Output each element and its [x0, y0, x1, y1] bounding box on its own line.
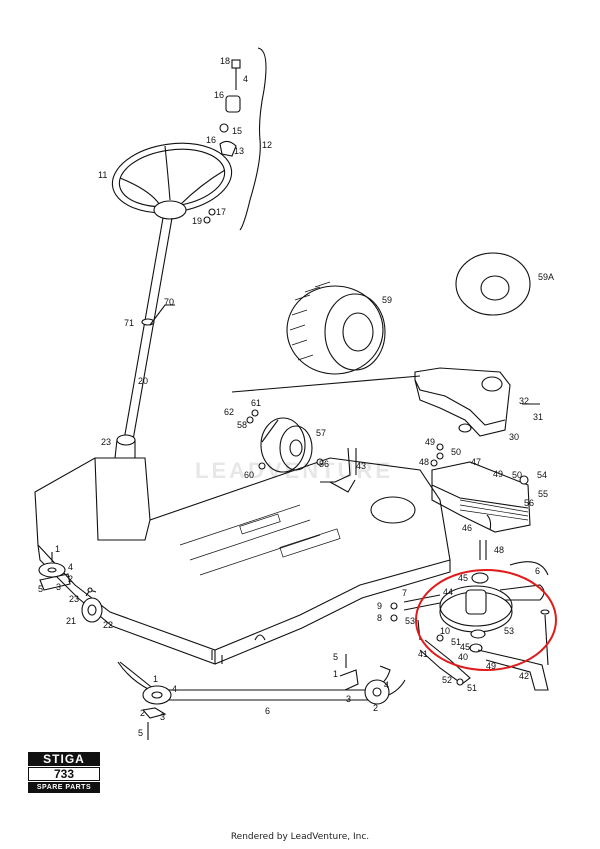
callout-10: 10	[440, 626, 450, 636]
pulley-assembly	[390, 540, 550, 691]
callout-3: 3	[56, 582, 61, 592]
callout-19: 19	[192, 216, 202, 226]
idler-pulley-right	[339, 654, 390, 705]
callout-5: 5	[138, 728, 143, 738]
callout-2: 2	[140, 708, 145, 718]
callout-48: 48	[419, 457, 429, 467]
highlight-circle	[415, 569, 557, 671]
callout-12: 12	[262, 140, 272, 150]
tyre-insert	[455, 252, 531, 316]
callout-48: 48	[494, 545, 504, 555]
callout-61: 61	[251, 398, 261, 408]
cover	[430, 443, 531, 533]
callout-4: 4	[384, 680, 389, 690]
steering-wheel	[111, 142, 233, 220]
callout-53: 53	[405, 616, 415, 626]
callout-3: 3	[346, 694, 351, 704]
callout-1: 1	[333, 669, 338, 679]
callout-70: 70	[164, 297, 174, 307]
callout-23: 23	[69, 594, 79, 604]
brand-subtitle: SPARE PARTS	[28, 782, 100, 793]
callout-2: 2	[68, 574, 73, 584]
bracket	[320, 447, 357, 493]
callout-5: 5	[38, 584, 43, 594]
callout-30: 30	[509, 432, 519, 442]
callout-16: 16	[206, 135, 216, 145]
callout-43: 43	[356, 461, 366, 471]
callout-4: 4	[172, 684, 177, 694]
callout-16: 16	[214, 90, 224, 100]
callout-45: 45	[460, 642, 470, 652]
callout-13: 13	[234, 146, 244, 156]
callout-49: 49	[425, 437, 435, 447]
callout-42: 42	[519, 671, 529, 681]
callout-56: 56	[524, 498, 534, 508]
callout-23: 23	[101, 437, 111, 447]
callout-8: 8	[377, 613, 382, 623]
clip-70	[149, 304, 175, 326]
steering-shaft	[114, 217, 173, 459]
callout-58: 58	[237, 420, 247, 430]
callout-44: 44	[443, 587, 453, 597]
callout-41: 41	[418, 649, 428, 659]
callout-11: 11	[98, 170, 107, 180]
callout-45: 45	[458, 573, 468, 583]
callout-4: 4	[243, 74, 248, 84]
callout-2: 2	[373, 703, 378, 713]
steering-hub-parts	[203, 47, 267, 231]
front-axle	[231, 367, 540, 437]
callout-21: 21	[66, 616, 76, 626]
callout-56: 56	[319, 459, 329, 469]
callout-32: 32	[519, 396, 529, 406]
callout-31: 31	[533, 412, 543, 422]
brand-name: STIGA	[28, 752, 100, 766]
callout-46: 46	[462, 523, 472, 533]
callout-49: 49	[486, 661, 496, 671]
callout-18: 18	[220, 56, 230, 66]
callout-6: 6	[265, 706, 270, 716]
callout-60: 60	[244, 470, 254, 480]
callout-1: 1	[153, 674, 158, 684]
callout-20: 20	[138, 376, 148, 386]
callout-15: 15	[232, 126, 242, 136]
callout-47: 47	[471, 457, 481, 467]
callout-57: 57	[316, 428, 326, 438]
model-number: 733	[28, 767, 100, 781]
tyre	[286, 281, 386, 375]
callout-55: 55	[538, 489, 548, 499]
footer-credit: Rendered by LeadVenture, Inc.	[230, 832, 370, 842]
callout-49: 49	[493, 469, 503, 479]
callout-71: 71	[124, 318, 134, 328]
callout-62: 62	[224, 407, 234, 417]
callout-7: 7	[402, 588, 407, 598]
callout-50: 50	[451, 447, 461, 457]
callout-59: 59	[382, 295, 392, 305]
callout-5: 5	[333, 652, 338, 662]
callout-54: 54	[537, 470, 547, 480]
callout-6: 6	[535, 566, 540, 576]
tension-pulley	[81, 587, 103, 623]
callout-52: 52	[442, 675, 452, 685]
brand-logo: STIGA 733 SPARE PARTS	[28, 752, 100, 794]
callout-22: 22	[103, 620, 113, 630]
chassis-frame	[34, 457, 451, 665]
callout-59A: 59A	[538, 272, 554, 282]
idler-pulley-front	[38, 552, 71, 591]
callout-labels: 18 4 16 15 16 13 12 11 17 19 70 71 20 23…	[38, 56, 554, 738]
callout-50: 50	[512, 470, 522, 480]
idler-pulley-left	[141, 685, 172, 740]
callout-51: 51	[467, 683, 477, 693]
callout-1: 1	[55, 544, 60, 554]
wheel-rim	[246, 409, 324, 473]
callout-3: 3	[160, 712, 165, 722]
callout-4: 4	[68, 562, 73, 572]
callout-17: 17	[216, 207, 226, 217]
callout-53: 53	[504, 626, 514, 636]
callout-9: 9	[377, 601, 382, 611]
callout-40: 40	[458, 652, 468, 662]
callout-51: 51	[451, 637, 461, 647]
